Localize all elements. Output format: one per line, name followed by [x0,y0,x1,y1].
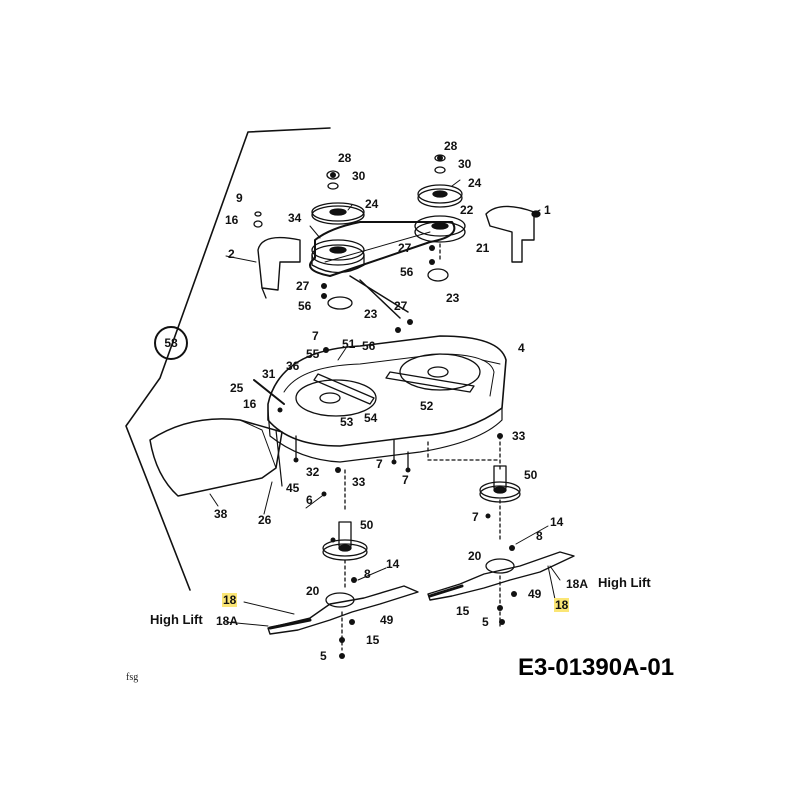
drive-belt [309,221,456,277]
bracket-right [485,205,535,263]
label-23-right: 23 [446,291,460,305]
label-38: 38 [214,507,228,521]
label-32: 32 [306,465,320,479]
label-7-top: 7 [312,329,319,343]
label-49-left: 49 [380,613,394,627]
label-20-right: 20 [468,549,482,563]
label-56-center: 56 [362,339,376,353]
label-8-right: 8 [536,529,543,543]
label-5-left: 5 [320,649,327,663]
label-55: 55 [306,347,320,361]
high-lift-label-left: High Lift [150,612,203,627]
label-25: 25 [230,381,244,395]
assembly-callout-58: 58 [154,326,188,360]
label-24: 24 [365,197,379,211]
label-14-left: 14 [386,557,400,571]
label-18-left: 18 [222,593,238,607]
label-18-left-text: 18 [222,593,238,607]
label-31: 31 [262,367,276,381]
label-15-right: 15 [456,604,470,618]
label-6: 6 [306,493,313,507]
label-30-right: 30 [458,157,472,171]
label-22: 22 [460,203,474,217]
label-14-right: 14 [550,515,564,529]
label-5-right: 5 [482,615,489,629]
label-7-deck-a: 7 [376,457,383,471]
label-8-left: 8 [364,567,371,581]
label-7-deck-b: 7 [402,473,409,487]
hardware-dots [277,155,517,659]
label-9: 9 [236,191,243,205]
label-56-right: 56 [400,265,414,279]
label-28: 28 [338,151,352,165]
discharge-chute [149,418,283,497]
label-27-center: 27 [394,299,408,313]
label-2: 2 [228,247,235,261]
assembly-bracket [125,127,331,591]
pulley-stack-left [311,170,365,274]
label-49-right: 49 [528,587,542,601]
label-27: 27 [296,279,310,293]
label-4: 4 [518,341,525,355]
label-18A-left: 18A [216,614,239,628]
label-36: 36 [286,359,300,373]
label-16: 16 [225,213,239,227]
label-56: 56 [298,299,312,313]
label-7-right: 7 [472,510,479,524]
label-18-right-text: 18 [554,598,570,612]
label-45: 45 [286,481,300,495]
document-code: E3-01390A-01 [518,654,675,681]
pulley-stack-right [414,154,466,282]
label-26: 26 [258,513,272,527]
spindle-left [322,521,368,651]
label-24-right: 24 [468,176,482,190]
blade-right [427,551,575,601]
label-30: 30 [352,169,366,183]
label-28-right: 28 [444,139,458,153]
blade-left [267,585,419,635]
bracket-left [257,236,301,291]
label-52: 52 [420,399,434,413]
label-20-left: 20 [306,584,320,598]
label-33-left: 33 [352,475,366,489]
label-51: 51 [342,337,356,351]
label-1: 1 [544,203,551,217]
hub-left [327,296,353,310]
label-54: 54 [364,411,378,425]
label-50-left: 50 [360,518,374,532]
deck-housing [267,335,507,463]
label-33: 33 [512,429,526,443]
drafter-signature: fsg [126,672,139,683]
label-23: 23 [364,307,378,321]
label-50-right: 50 [524,468,538,482]
label-21: 21 [476,241,490,255]
label-15-left: 15 [366,633,380,647]
label-27-right: 27 [398,241,412,255]
leader-lines [209,179,561,627]
spindle-right [479,465,521,627]
label-18A-right: 18A [566,577,589,591]
label-53: 53 [340,415,354,429]
label-16-left: 16 [243,397,257,411]
label-18-right: 18 [554,598,570,612]
high-lift-label-right: High Lift [598,575,651,590]
label-34: 34 [288,211,302,225]
